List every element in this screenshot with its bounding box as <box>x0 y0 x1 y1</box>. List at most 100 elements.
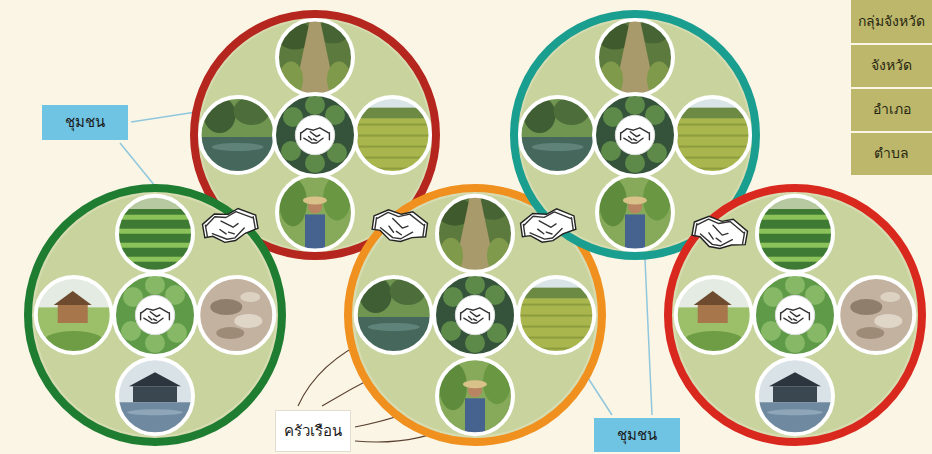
photo-circle <box>757 196 833 276</box>
photo-part <box>674 157 750 159</box>
photo-circle <box>674 97 750 181</box>
photo-part <box>58 305 88 323</box>
photo-part <box>117 243 193 248</box>
handshake-lines <box>374 210 426 242</box>
photo-part <box>240 292 260 302</box>
photo-circle <box>437 358 513 436</box>
handshake-icon <box>141 308 170 323</box>
circles <box>28 14 922 442</box>
photo-part <box>354 146 430 148</box>
handshake-lines <box>781 308 810 323</box>
photo-border <box>277 20 353 96</box>
photo <box>434 274 516 356</box>
photo-part <box>354 124 430 126</box>
photo-part <box>625 214 645 252</box>
photo <box>354 97 430 181</box>
handshake-outline <box>201 206 260 246</box>
household-box: ครัวเรือน <box>275 410 351 452</box>
photo-border <box>437 358 513 434</box>
photo-part <box>117 196 193 272</box>
handshake-badge <box>775 295 814 334</box>
photo <box>520 97 596 175</box>
photo-part <box>856 327 884 339</box>
photo-border <box>520 97 596 173</box>
photo-circle <box>434 274 516 356</box>
photo-part <box>769 372 821 386</box>
photo-part <box>757 243 833 248</box>
photo-circle <box>117 196 193 276</box>
photo <box>117 196 193 276</box>
photo-border <box>518 277 594 353</box>
box-label: กลุ่มจังหวัด <box>858 13 925 31</box>
photo-part <box>145 275 165 295</box>
photo-part <box>463 380 487 388</box>
photo <box>200 97 276 175</box>
photo <box>274 94 356 176</box>
photo-circle <box>198 277 274 353</box>
photo-part <box>129 372 181 386</box>
photo-border <box>676 277 752 353</box>
photo-part <box>518 326 594 328</box>
photo-part <box>274 94 356 176</box>
photo-circle <box>597 20 673 98</box>
photo-border <box>597 174 673 250</box>
community-box: ชุมชน <box>42 105 128 140</box>
box-label: ตำบล <box>874 145 909 163</box>
photo-part <box>200 137 276 175</box>
link-handshake <box>519 207 577 245</box>
link-handshake <box>691 213 750 253</box>
photo-circle <box>757 358 833 440</box>
photo-part <box>36 277 112 353</box>
link-handshake <box>371 207 429 245</box>
photo-part <box>599 178 627 226</box>
photo-circle <box>518 277 594 361</box>
photo-part <box>117 229 193 234</box>
handshake-lines <box>301 128 330 143</box>
handshake-badge <box>615 115 654 154</box>
photo <box>674 97 750 181</box>
photo-circle <box>117 358 193 440</box>
photo-border <box>274 94 356 176</box>
level-box: ตำบล <box>851 133 932 175</box>
photo-circle <box>676 277 752 353</box>
handshake-icon <box>621 128 650 143</box>
photo-part <box>594 94 676 176</box>
photo-part <box>754 274 836 356</box>
photo-part <box>368 323 420 331</box>
leader-line <box>588 378 612 415</box>
photo-part <box>625 95 645 115</box>
box-label: ครัวเรือน <box>284 422 342 441</box>
leader-line <box>131 112 196 122</box>
community-box: ชุมชน <box>594 418 680 452</box>
photo-part <box>518 337 594 339</box>
photo-border <box>117 196 193 272</box>
photo-part <box>838 277 914 353</box>
photo-part <box>127 409 183 415</box>
photo-part <box>785 333 805 353</box>
photo-part <box>354 135 430 137</box>
photo-border <box>757 358 833 434</box>
photo-part <box>674 124 750 126</box>
photo-border <box>674 97 750 173</box>
photo-circle <box>838 277 914 353</box>
circle-haze <box>674 194 915 435</box>
photo-part <box>117 215 193 220</box>
photo-part <box>785 275 805 295</box>
handshake-lines <box>621 128 650 143</box>
circle-ground <box>348 188 602 442</box>
handshake-lines <box>141 308 170 323</box>
photo-part <box>212 143 264 151</box>
level-box: กลุ่มจังหวัด <box>851 0 932 43</box>
photo-border <box>754 274 836 356</box>
photo-border <box>200 97 276 173</box>
photo-part <box>674 135 750 137</box>
photo-part <box>303 196 327 204</box>
photo-border <box>36 277 112 353</box>
handshake-icon <box>371 207 429 245</box>
photo-border <box>757 196 833 272</box>
photo-part <box>305 153 325 173</box>
photo <box>117 358 193 440</box>
photo-part <box>198 277 274 353</box>
